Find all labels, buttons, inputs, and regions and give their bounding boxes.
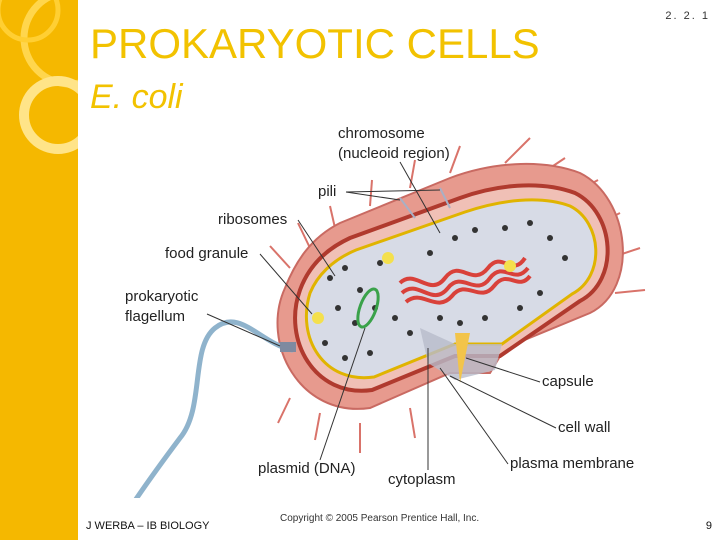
sidebar-decoration bbox=[0, 0, 78, 540]
plasma-membrane bbox=[304, 198, 598, 380]
pili bbox=[399, 187, 451, 219]
label-ribosomes: ribosomes bbox=[218, 211, 287, 228]
label-chromosome: chromosome bbox=[338, 125, 425, 142]
plasmid bbox=[356, 287, 380, 329]
label-cytoplasm: cytoplasm bbox=[388, 471, 456, 488]
ecoli-diagram: chromosome (nucleoid region) pili riboso… bbox=[125, 125, 646, 498]
label-food-granule: food granule bbox=[165, 245, 248, 262]
food-granule-2 bbox=[382, 252, 394, 264]
sidebar-circles bbox=[0, 0, 78, 154]
copyright-text: Copyright © 2005 Pearson Prentice Hall, … bbox=[280, 513, 480, 524]
footer-author: J WERBA – IB BIOLOGY bbox=[86, 520, 210, 532]
flagellum bbox=[133, 319, 295, 498]
label-plasma-membrane: plasma membrane bbox=[510, 455, 634, 472]
capsule-highlight bbox=[455, 333, 470, 383]
label-cell-wall: cell wall bbox=[558, 419, 611, 436]
slide-subtitle: E. coli bbox=[90, 78, 183, 116]
label-pili: pili bbox=[318, 183, 336, 200]
slide-title: PROKARYOTIC CELLS bbox=[90, 20, 540, 67]
page-number: 9 bbox=[705, 520, 712, 532]
label-nucleoid: (nucleoid region) bbox=[338, 145, 450, 162]
label-flagellum-1: prokaryotic bbox=[125, 288, 199, 305]
food-granule-3 bbox=[504, 260, 516, 272]
label-capsule: capsule bbox=[542, 373, 594, 390]
leader-lines bbox=[206, 161, 557, 470]
label-flagellum-2: flagellum bbox=[125, 308, 185, 325]
flagellum-hook bbox=[280, 342, 296, 352]
label-plasmid: plasmid (DNA) bbox=[258, 460, 356, 477]
food-granule bbox=[312, 312, 324, 324]
slide-code: 2. 2. 1 bbox=[665, 10, 710, 22]
